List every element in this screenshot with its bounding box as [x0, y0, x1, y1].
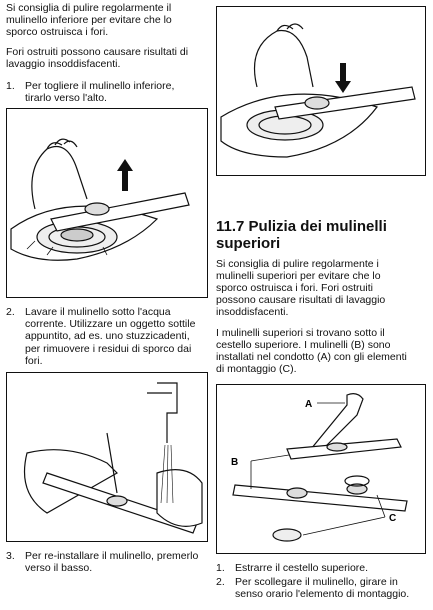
illustration-reinstall-lower-arm: [216, 6, 426, 176]
right-intro-line-3: sporco ostruisca i fori. Fori ostruiti: [216, 282, 373, 294]
step-2-number: 2.: [6, 306, 15, 318]
right-intro-line-2: mulinelli superiori per evitare che lo: [216, 270, 381, 282]
step-2: 2. Lavare il mulinello sotto l'acqua cor…: [6, 306, 216, 368]
step-3-number: 3.: [6, 550, 15, 562]
right-info-line-2: cestello superiore. I mulinelli (B) sono: [216, 339, 391, 351]
step-2-text: Lavare il mulinello sotto l'acqua corren…: [25, 306, 196, 367]
warning-line-1: Fori ostruiti possono causare risultati …: [6, 46, 189, 58]
intro-line-3: sporco ostruisca i fori.: [6, 26, 109, 38]
right-intro-line-4: possono causare risultati di lavaggio: [216, 294, 386, 306]
step-1: 1. Per togliere il mulinello inferiore, …: [6, 80, 212, 106]
right-intro-line-1: Si consiglia di pulire regolarmente i: [216, 258, 379, 270]
right-step-1: 1. Estrarre il cestello superiore.: [216, 562, 428, 576]
section-heading-line-2: superiori: [216, 235, 281, 252]
warning-line-2: lavaggio insoddisfacenti.: [6, 58, 121, 70]
callout-b: B: [231, 457, 238, 468]
right-step-2: 2. Per scollegare il mulinello, girare i…: [216, 576, 430, 602]
right-info-line-1: I mulinelli superiori si trovano sotto i…: [216, 327, 385, 339]
intro-line-1: Si consiglia di pulire regolarmente il: [6, 2, 172, 14]
callout-a: A: [305, 399, 312, 410]
right-step-1-text: Estrarre il cestello superiore.: [235, 562, 369, 574]
illustration-remove-lower-arm: [6, 108, 208, 298]
illustration-upper-arms: A B C: [216, 384, 426, 554]
step-3: 3. Per re-installare il mulinello, preme…: [6, 550, 216, 576]
intro-line-2: mulinello inferiore per evitare che lo: [6, 14, 172, 26]
step-1-number: 1.: [6, 80, 15, 92]
right-info-line-3: installati nel condotto (A) con gli elem…: [216, 351, 407, 363]
callout-c: C: [389, 513, 396, 524]
illustration-wash-arm: [6, 372, 208, 542]
section-heading-line-1: 11.7 Pulizia dei mulinelli: [216, 218, 387, 235]
right-step-1-number: 1.: [216, 562, 225, 574]
right-step-2-number: 2.: [216, 576, 225, 588]
step-3-text: Per re-installare il mulinello, premerlo…: [25, 550, 199, 575]
right-info-line-4: di montaggio (C).: [216, 363, 297, 375]
right-intro-line-5: insoddisfacenti.: [216, 306, 289, 318]
right-step-2-text: Per scollegare il mulinello, girare in s…: [235, 576, 410, 601]
step-1-text: Per togliere il mulinello inferiore, tir…: [25, 80, 175, 105]
